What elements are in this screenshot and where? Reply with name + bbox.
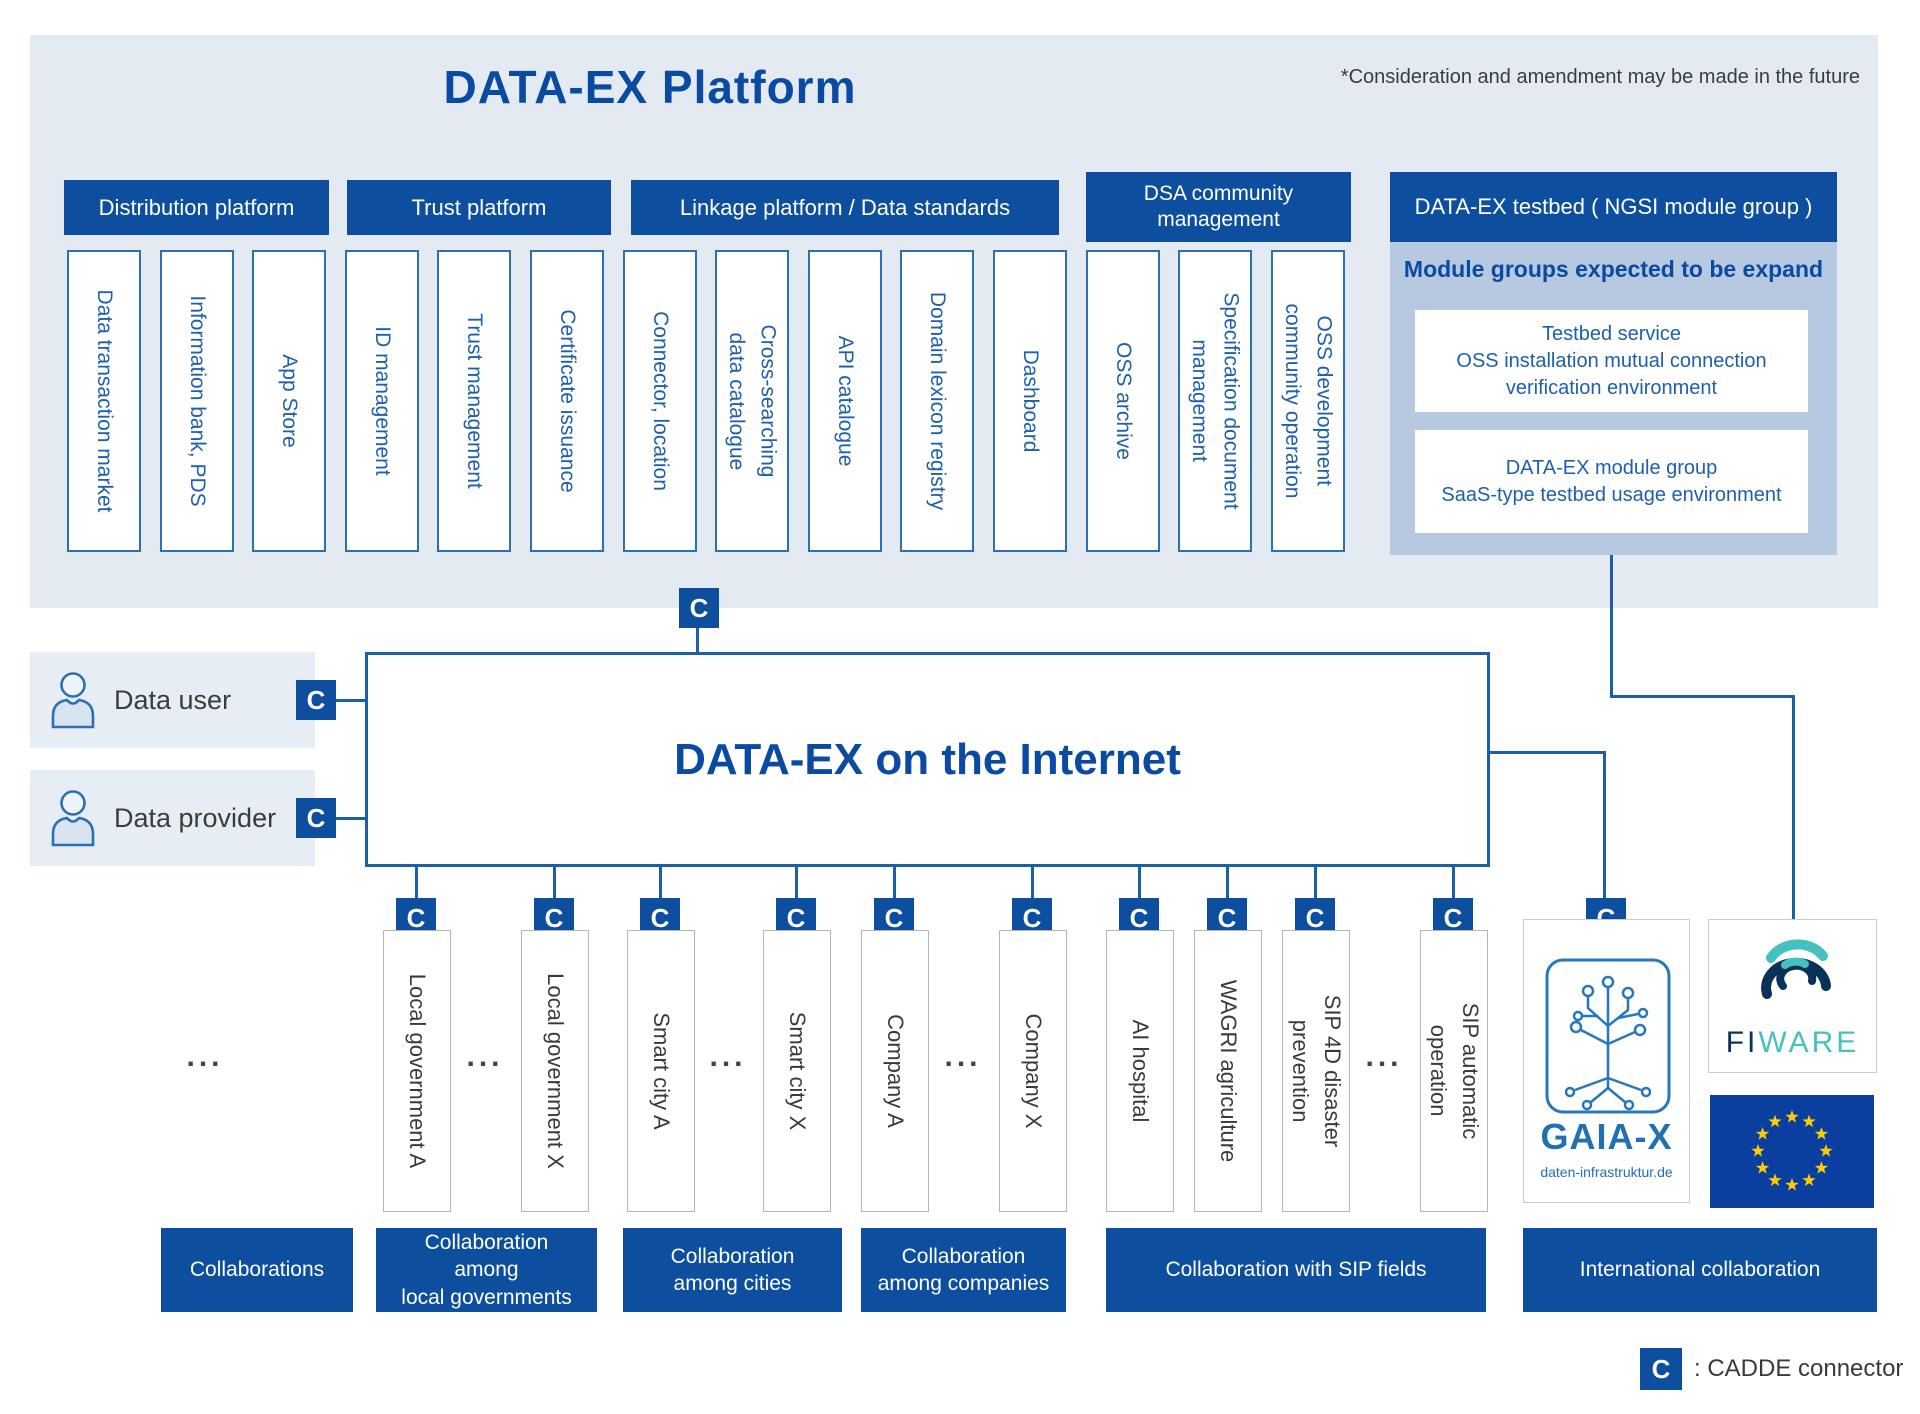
- line-internet-to-gaiax-h: [1490, 751, 1606, 754]
- fiware-logo-text: FIWARE: [1725, 1026, 1860, 1059]
- internet-box: DATA-EX on the Internet: [365, 652, 1490, 867]
- line-drop-4: [795, 867, 798, 898]
- module-oss-archive: OSS archive: [1086, 250, 1160, 552]
- module-certificate-issuance: Certificate issuance: [530, 250, 604, 552]
- data-provider-box: Data provider: [30, 770, 315, 866]
- testbed-service-box: Testbed service OSS installation mutual …: [1415, 310, 1808, 412]
- participant-smart-city-a: Smart city A: [627, 930, 695, 1212]
- gaiax-logo-box: GAIA-X daten-infrastruktur.de: [1523, 919, 1690, 1203]
- cadde-connector-data-user: C: [296, 680, 336, 720]
- fiware-logo-box: FIWARE: [1708, 919, 1877, 1073]
- bar-collaborations: Collaborations: [161, 1228, 353, 1312]
- line-drop-10: [1452, 867, 1455, 898]
- bar-collaboration-cities: Collaboration among cities: [623, 1228, 842, 1312]
- line-drop-7: [1138, 867, 1141, 898]
- line-top-connector: [696, 628, 699, 652]
- module-trust-management: Trust management: [437, 250, 511, 552]
- line-drop-1: [415, 867, 418, 898]
- bar-international-collaboration: International collaboration: [1523, 1228, 1877, 1312]
- data-user-box: Data user: [30, 652, 315, 748]
- participant-company-a: Company A: [861, 930, 929, 1212]
- ellipsis-companies: ...: [944, 1040, 982, 1073]
- line-internet-to-gaiax-v: [1603, 751, 1606, 898]
- module-domain-lexicon-registry: Domain lexicon registry: [900, 250, 974, 552]
- line-data-provider: [336, 817, 365, 820]
- person-icon: [51, 672, 95, 729]
- line-drop-8: [1226, 867, 1229, 898]
- ellipsis-smart-cities: ...: [709, 1040, 747, 1073]
- module-data-transaction-market: Data transaction market: [67, 250, 141, 552]
- line-drop-5: [893, 867, 896, 898]
- line-testbed-to-fiware-v2: [1792, 695, 1795, 919]
- bar-collaboration-companies: Collaboration among companies: [861, 1228, 1066, 1312]
- fiware-swirl-icon: [1761, 939, 1831, 999]
- eu-flag: [1710, 1095, 1874, 1208]
- gaiax-logo-text: GAIA-X: [1540, 1116, 1673, 1157]
- data-provider-label: Data provider: [114, 802, 277, 833]
- bar-collaboration-sip-fields: Collaboration with SIP fields: [1106, 1228, 1486, 1312]
- group-header-linkage: Linkage platform / Data standards: [631, 180, 1059, 235]
- participant-company-x: Company X: [999, 930, 1067, 1212]
- disclaimer-note: *Consideration and amendment may be made…: [1340, 66, 1860, 88]
- module-api-catalogue: API catalogue: [808, 250, 882, 552]
- line-testbed-to-fiware-v1: [1610, 555, 1613, 697]
- data-user-label: Data user: [114, 684, 232, 715]
- cadde-connector-top: C: [679, 588, 719, 628]
- line-drop-9: [1314, 867, 1317, 898]
- page-title: DATA-EX Platform: [443, 61, 857, 113]
- ellipsis-sip: ...: [1365, 1040, 1403, 1073]
- person-icon: [51, 790, 95, 847]
- line-drop-6: [1031, 867, 1034, 898]
- participant-smart-city-x: Smart city X: [763, 930, 831, 1212]
- ellipsis-local-governments: ...: [466, 1040, 504, 1073]
- module-dashboard: Dashboard: [993, 250, 1067, 552]
- group-header-trust: Trust platform: [347, 180, 611, 235]
- gaiax-domain-text: daten-infrastruktur.de: [1540, 1164, 1673, 1180]
- ellipsis-left: ...: [186, 1040, 224, 1073]
- module-connector-location: Connector, location: [623, 250, 697, 552]
- group-header-testbed: DATA-EX testbed ( NGSI module group ): [1390, 172, 1837, 242]
- line-drop-2: [553, 867, 556, 898]
- legend-cadde-badge: C: [1640, 1348, 1682, 1390]
- bar-collaboration-local-governments: Collaboration among local governments: [376, 1228, 597, 1312]
- participant-ai-hospital: AI hospital: [1106, 930, 1174, 1212]
- participant-wagri-agriculture: WAGRI agriculture: [1194, 930, 1262, 1212]
- line-data-user: [336, 699, 365, 702]
- module-id-management: ID management: [345, 250, 419, 552]
- testbed-module-group-box: DATA-EX module group SaaS-type testbed u…: [1415, 430, 1808, 533]
- legend-label: : CADDE connector: [1694, 1355, 1904, 1382]
- gaiax-tree-icon: [1545, 958, 1671, 1114]
- module-app-store: App Store: [252, 250, 326, 552]
- internet-title: DATA-EX on the Internet: [674, 734, 1181, 784]
- testbed-heading: Module groups expected to be expand: [1403, 256, 1824, 282]
- participant-local-government-x: Local government X: [521, 930, 589, 1212]
- group-header-distribution: Distribution platform: [64, 180, 329, 235]
- cadde-connector-data-provider: C: [296, 798, 336, 838]
- group-header-dsa: DSA community management: [1086, 172, 1351, 242]
- module-information-bank-pds: Information bank, PDS: [160, 250, 234, 552]
- line-testbed-to-fiware-h: [1610, 695, 1794, 698]
- participant-local-government-a: Local government A: [383, 930, 451, 1212]
- line-drop-3: [659, 867, 662, 898]
